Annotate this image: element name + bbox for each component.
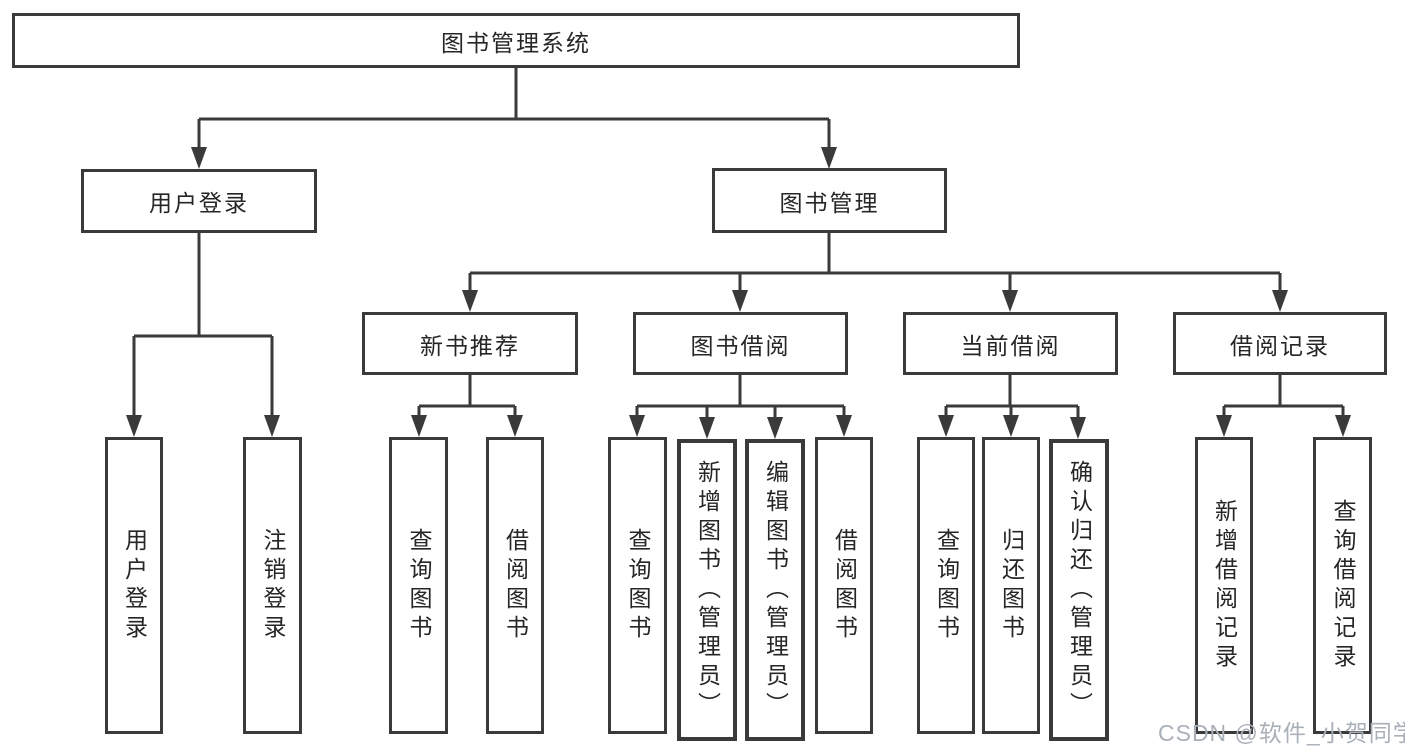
connector-borrowing-records-children bbox=[1216, 375, 1351, 437]
leaf-records-query-record: 查询借阅记录 bbox=[1313, 437, 1372, 734]
leaf-borrowing-borrow-books: 借阅图书 bbox=[815, 437, 873, 734]
leaf-recommend-query-books-label: 查询图书 bbox=[406, 527, 432, 644]
leaf-borrowing-edit-books-admin: 编辑图书（管理员） bbox=[745, 439, 805, 741]
leaf-borrowing-add-books-admin: 新增图书（管理员） bbox=[677, 439, 737, 741]
leaf-borrowing-query-books-label: 查询图书 bbox=[625, 527, 651, 644]
leaf-recommend-query-books: 查询图书 bbox=[389, 437, 448, 734]
node-root-system: 图书管理系统 bbox=[12, 13, 1020, 68]
leaf-current-query-books-label: 查询图书 bbox=[933, 527, 960, 644]
connector-new-book-recommend-children bbox=[411, 375, 523, 437]
leaf-user-login: 用户登录 bbox=[105, 437, 163, 734]
node-borrowing-records-label: 借阅记录 bbox=[1230, 332, 1330, 359]
leaf-records-add-record-label: 新增借阅记录 bbox=[1211, 498, 1238, 673]
connector-current-borrowing-children bbox=[938, 375, 1086, 439]
leaf-current-confirm-return-admin-label: 确认归还（管理员） bbox=[1066, 459, 1093, 721]
node-book-borrowing-label: 图书借阅 bbox=[690, 332, 791, 359]
leaf-records-query-record-label: 查询借阅记录 bbox=[1330, 498, 1356, 673]
node-book-management: 图书管理 bbox=[712, 168, 947, 233]
leaf-current-return-books-label: 归还图书 bbox=[998, 527, 1025, 644]
node-book-management-label: 图书管理 bbox=[779, 189, 880, 216]
leaf-recommend-borrow-books-label: 借阅图书 bbox=[502, 527, 529, 644]
node-user-login-label: 用户登录 bbox=[149, 190, 249, 216]
connector-root-to-level2 bbox=[191, 68, 837, 169]
leaf-user-login-label: 用户登录 bbox=[121, 527, 148, 644]
connector-book-borrowing-children bbox=[629, 375, 852, 439]
leaf-current-confirm-return-admin: 确认归还（管理员） bbox=[1049, 439, 1109, 741]
leaf-borrowing-add-books-admin-label: 新增图书（管理员） bbox=[694, 459, 721, 721]
leaf-logout-label: 注销登录 bbox=[260, 527, 286, 644]
node-current-borrowing-label: 当前借阅 bbox=[960, 332, 1061, 359]
connector-book-management-children bbox=[462, 233, 1288, 312]
node-user-login: 用户登录 bbox=[81, 169, 317, 233]
connector-user-login-children bbox=[126, 233, 280, 437]
leaf-current-query-books: 查询图书 bbox=[917, 437, 975, 734]
node-current-borrowing: 当前借阅 bbox=[903, 312, 1118, 375]
csdn-watermark: CSDN @软件_小贺同学 bbox=[1158, 720, 1405, 746]
node-root-system-label: 图书管理系统 bbox=[441, 29, 591, 56]
leaf-borrowing-edit-books-admin-label: 编辑图书（管理员） bbox=[762, 459, 789, 721]
leaf-recommend-borrow-books: 借阅图书 bbox=[486, 437, 544, 734]
node-borrowing-records: 借阅记录 bbox=[1173, 312, 1387, 375]
leaf-current-return-books: 归还图书 bbox=[982, 437, 1040, 734]
leaf-logout: 注销登录 bbox=[243, 437, 302, 734]
leaf-records-add-record: 新增借阅记录 bbox=[1195, 437, 1253, 734]
node-new-book-recommend-label: 新书推荐 bbox=[420, 332, 520, 359]
leaf-borrowing-borrow-books-label: 借阅图书 bbox=[831, 527, 858, 644]
node-book-borrowing: 图书借阅 bbox=[633, 312, 848, 375]
leaf-borrowing-query-books: 查询图书 bbox=[608, 437, 667, 734]
node-new-book-recommend: 新书推荐 bbox=[362, 312, 578, 375]
